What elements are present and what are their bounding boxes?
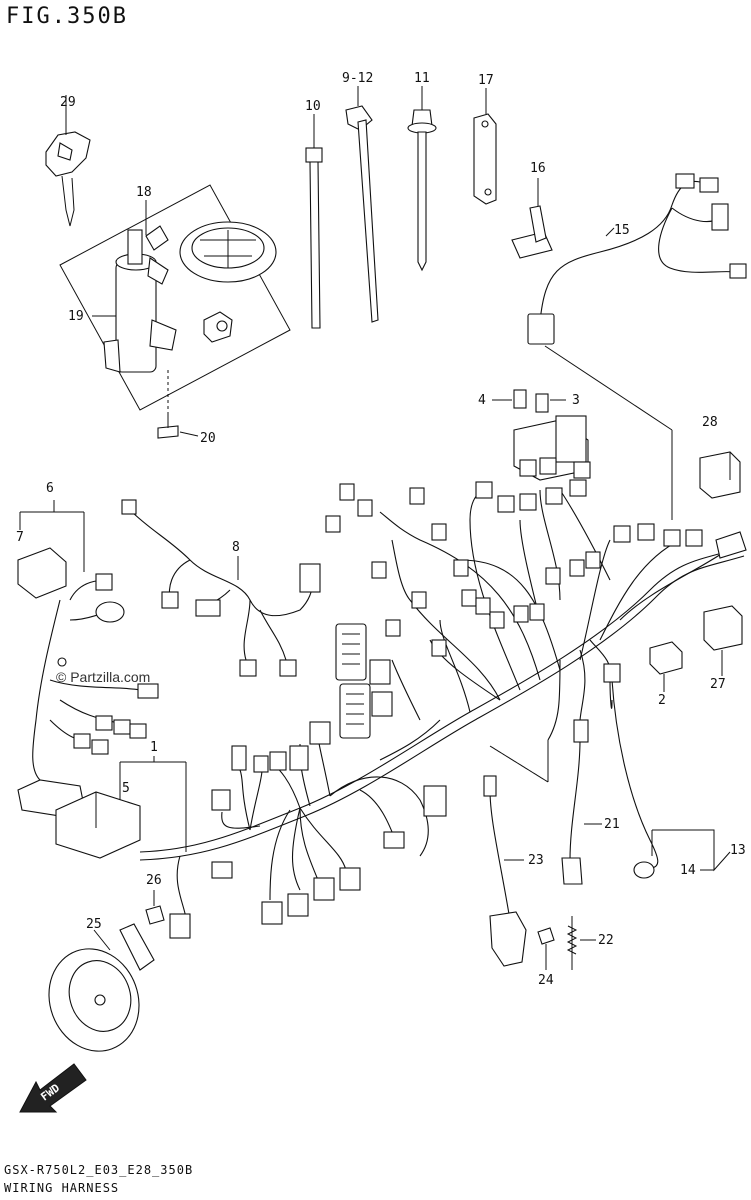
watermark: © Partzilla.com bbox=[56, 669, 151, 685]
callout-3: 3 bbox=[572, 393, 580, 408]
callout-22: 22 bbox=[598, 933, 614, 948]
part-sensor-23 bbox=[483, 775, 527, 967]
callout-29: 29 bbox=[60, 95, 76, 110]
callout-27: 27 bbox=[710, 677, 726, 692]
part-key bbox=[45, 95, 91, 227]
part-ecu-connectors bbox=[335, 623, 393, 739]
part-relay-2 bbox=[649, 641, 683, 692]
part-screw-20 bbox=[157, 370, 199, 439]
callout-17: 17 bbox=[478, 73, 494, 88]
callout-8: 8 bbox=[232, 540, 240, 555]
callout-26: 26 bbox=[146, 873, 162, 888]
callout-25: 25 bbox=[86, 917, 102, 932]
harness-left-connectors bbox=[169, 721, 447, 939]
callout-19: 19 bbox=[68, 309, 84, 324]
callout-10: 10 bbox=[305, 99, 321, 114]
part-spring-22 bbox=[566, 916, 596, 970]
callout-1: 1 bbox=[150, 740, 158, 755]
part-fuses bbox=[492, 389, 566, 413]
callout-13: 13 bbox=[730, 843, 746, 858]
callout-20: 20 bbox=[200, 431, 216, 446]
callout-16: 16 bbox=[530, 161, 546, 176]
callout-2: 2 bbox=[658, 693, 666, 708]
part-sub-harness-8 bbox=[121, 499, 321, 677]
part-fuel-cap bbox=[179, 221, 277, 283]
figure-caption: WIRING HARNESS bbox=[4, 1181, 120, 1195]
callout-5: 5 bbox=[122, 781, 130, 796]
part-sub-harness-6 bbox=[17, 547, 159, 781]
callout-11: 11 bbox=[414, 71, 430, 86]
part-sub-harness-15 bbox=[527, 173, 747, 345]
part-ecu bbox=[17, 779, 141, 859]
callout-4: 4 bbox=[478, 393, 486, 408]
part-sensor-13 bbox=[603, 663, 659, 879]
part-bolt-26 bbox=[145, 890, 165, 925]
callout-7: 7 bbox=[16, 530, 24, 545]
part-clamp-11 bbox=[407, 86, 437, 272]
callout-6: 6 bbox=[46, 481, 54, 496]
part-bracket-17 bbox=[473, 88, 497, 205]
part-sensor-21 bbox=[561, 719, 602, 885]
callout-18: 18 bbox=[136, 185, 152, 200]
part-clamp-16 bbox=[511, 178, 553, 259]
callout-15: 15 bbox=[614, 223, 630, 238]
part-ignition-switch bbox=[103, 225, 177, 373]
harness-connectors bbox=[325, 479, 747, 657]
figure-title: FIG.350B bbox=[6, 4, 128, 29]
callout-23: 23 bbox=[528, 853, 544, 868]
part-seat-lock bbox=[203, 311, 233, 343]
callout-24: 24 bbox=[538, 973, 554, 988]
callout-28: 28 bbox=[702, 415, 718, 430]
part-horn-25 bbox=[48, 923, 155, 1052]
fwd-arrow: FWD bbox=[19, 1063, 87, 1113]
part-fuse-box bbox=[513, 415, 591, 481]
part-relay-27 bbox=[703, 605, 743, 676]
callout-21: 21 bbox=[604, 817, 620, 832]
part-bolt-24 bbox=[537, 927, 555, 970]
part-cable-tie-9-12 bbox=[345, 86, 379, 323]
callout-9-12: 9-12 bbox=[342, 71, 373, 86]
callout-14: 14 bbox=[680, 863, 696, 878]
part-lock-set-box bbox=[59, 184, 291, 411]
part-main-harness bbox=[139, 489, 745, 931]
figure-code: GSX-R750L2_E03_E28_350B bbox=[4, 1163, 194, 1177]
part-cable-tie-10 bbox=[305, 114, 323, 329]
part-relay-28 bbox=[699, 451, 741, 499]
